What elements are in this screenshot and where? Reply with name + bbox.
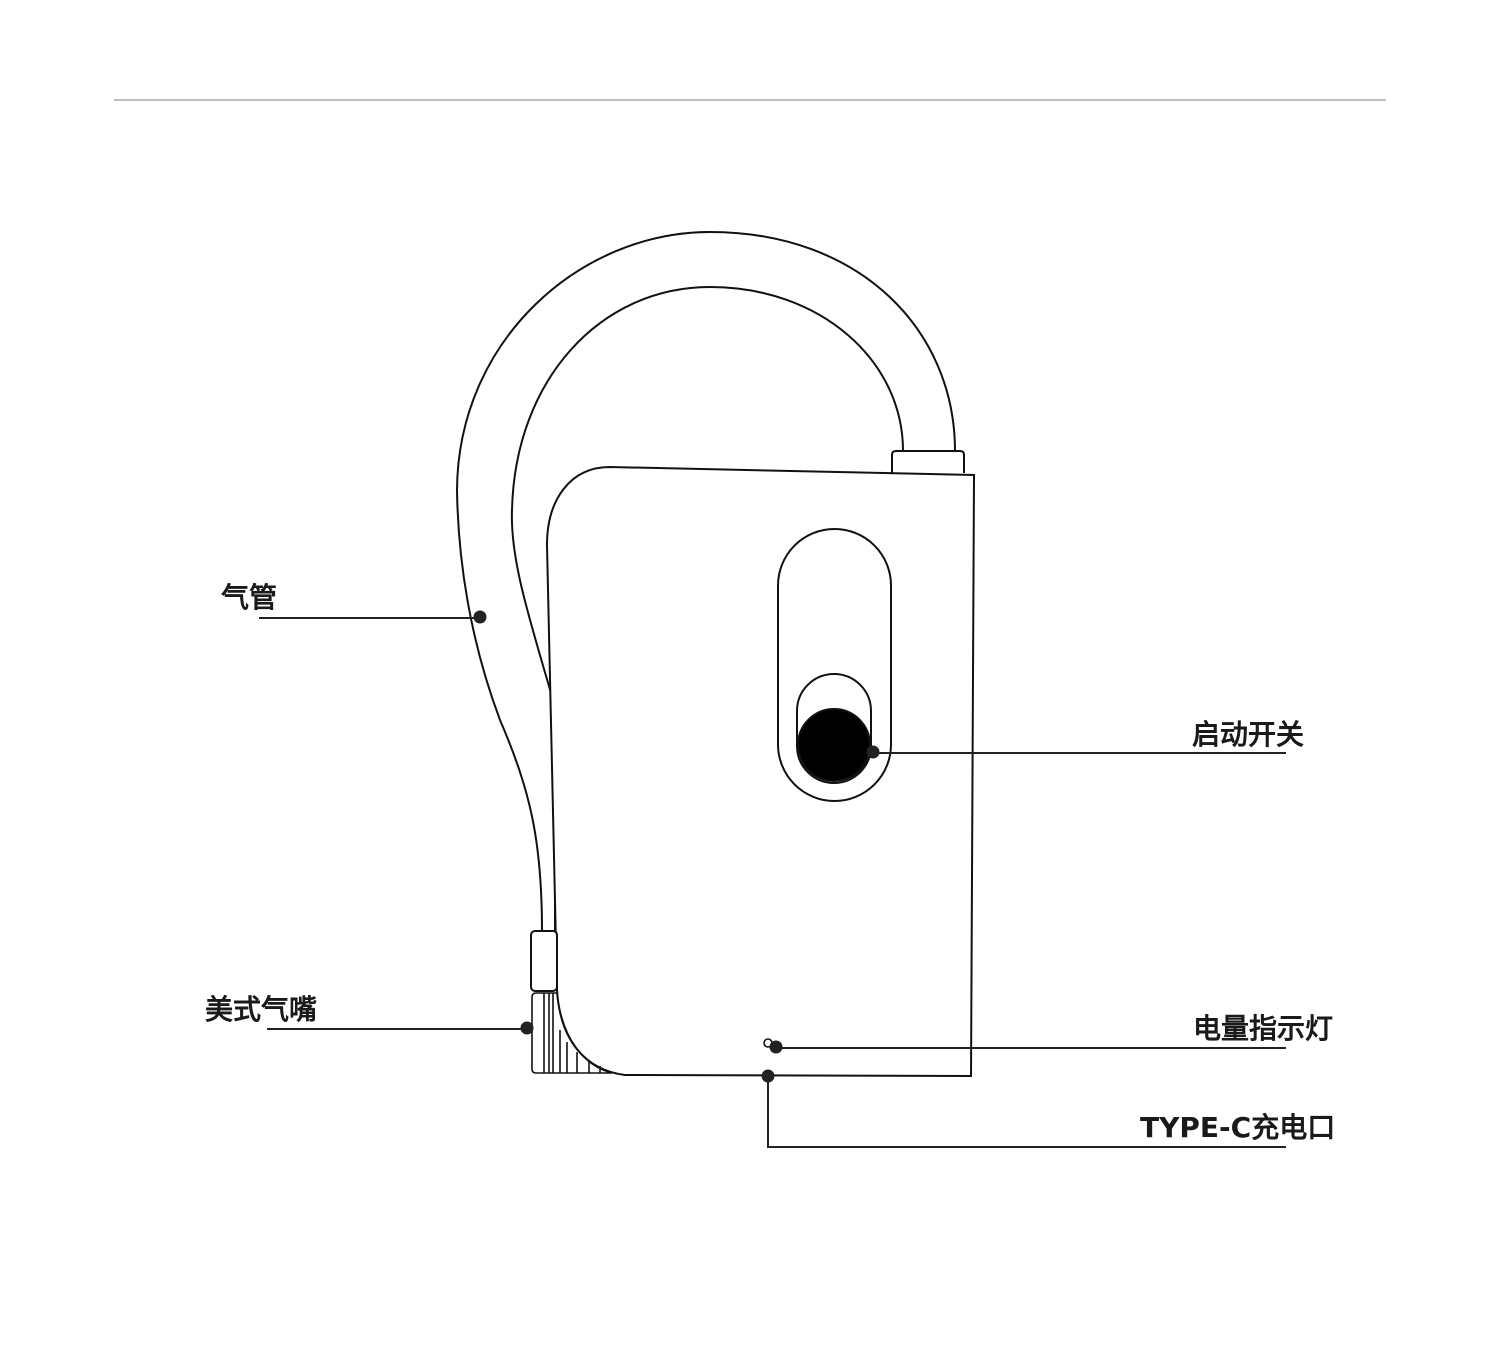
switch-track	[796, 673, 872, 784]
callout-lines	[259, 617, 1286, 1148]
label-power-switch: 启动开关	[1192, 718, 1305, 751]
power-switch-knob[interactable]	[797, 708, 871, 782]
label-us-valve: 美式气嘴	[205, 993, 318, 1026]
switch-slot	[777, 528, 892, 802]
callout-dot-us-valve	[520, 1021, 534, 1035]
top-divider	[114, 99, 1386, 101]
label-battery-indicator: 电量指示灯	[1193, 1012, 1334, 1045]
callout-dot-air-tube	[473, 610, 487, 624]
device-body	[545, 465, 976, 1078]
label-type-c-port: TYPE-C充电口	[1140, 1111, 1336, 1144]
callout-dot-type-c	[761, 1069, 775, 1083]
tube-connector	[891, 450, 965, 473]
callout-dot-power-switch	[866, 745, 880, 759]
valve-cap	[530, 930, 558, 992]
valve-knurl	[531, 992, 613, 1074]
label-air-tube: 气管	[221, 581, 278, 614]
callout-dot-battery-indicator	[769, 1040, 783, 1054]
